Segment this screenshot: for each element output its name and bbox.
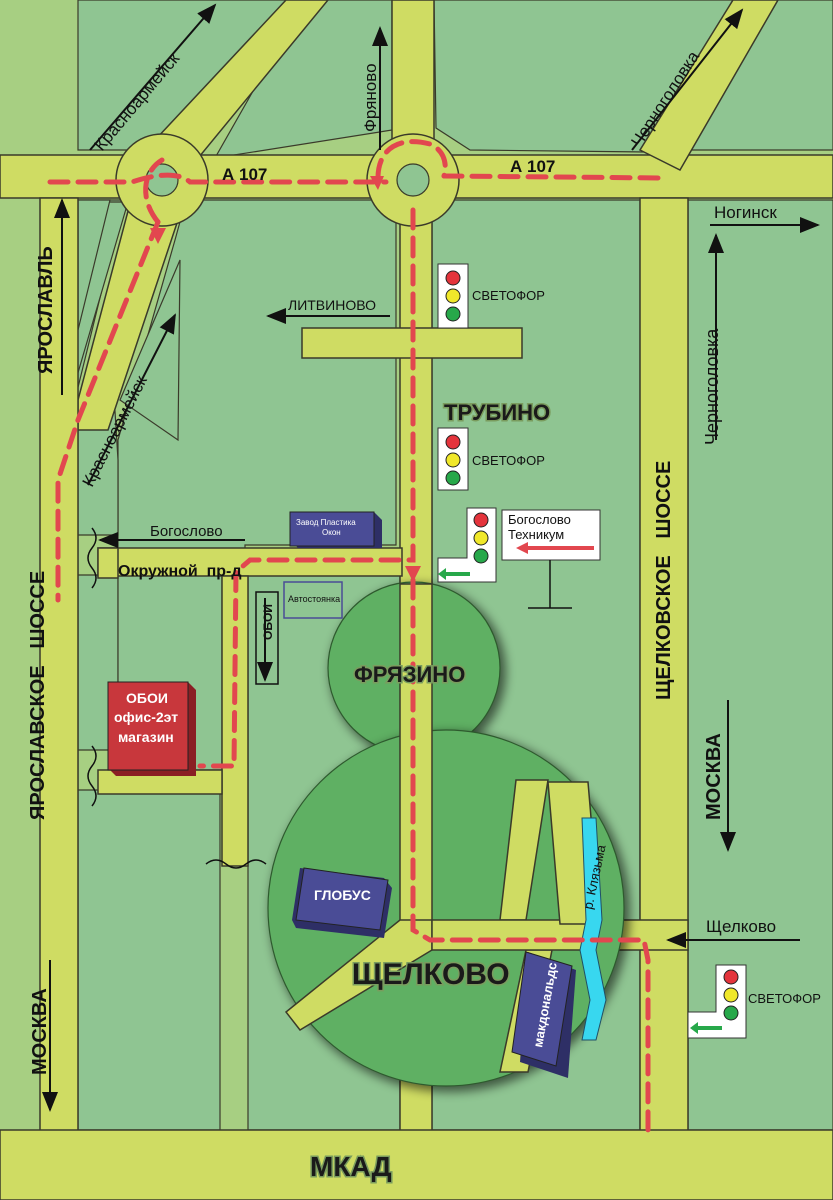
label-chernogolovka-right: Черноголовка [702, 328, 722, 445]
label-oboi-street: ОБОИ [261, 604, 275, 640]
zavod-line2: Окон [322, 528, 341, 537]
route-arrow-junction [405, 566, 421, 582]
direction-arrows [42, 3, 820, 1112]
building-zavod [289, 511, 382, 548]
building-mcdonalds [511, 951, 576, 1078]
sign-line2: Техникум [508, 527, 564, 542]
oboi-line2: офис-2эт [114, 709, 178, 725]
label-svetofor-3: СВЕТОФОР [748, 991, 821, 1006]
label-svetofor-1: СВЕТОФОР [472, 288, 545, 303]
traffic-light-4 [687, 964, 747, 1039]
label-litvinovo: ЛИТВИНОВО [288, 297, 376, 313]
building-globus [292, 867, 392, 938]
label-moskva-right: МОСКВА [703, 733, 725, 820]
building-avtostoyanka [283, 581, 343, 619]
label-schelkovo-dir: Щелково [706, 917, 776, 936]
label-yaroslavskoe-shosse: ЯРОСЛАВСКОЕ ШОССЕ [27, 571, 49, 820]
label-schelkovo: ЩЕЛКОВО [352, 958, 510, 991]
bogoslovo-sign [501, 509, 601, 609]
label-noginsk: Ногинск [714, 203, 777, 222]
oboi-line3: магазин [118, 729, 174, 745]
avtostoyanka-label: Автостоянка [288, 594, 340, 604]
route-arrow-west [150, 228, 166, 244]
traffic-light-2 [437, 427, 469, 491]
label-a107-west: А 107 [222, 165, 267, 184]
label-moskva-left: МОСКВА [29, 988, 51, 1075]
globus-label: ГЛОБУС [314, 887, 371, 903]
label-bogoslovo: Богослово [150, 523, 223, 540]
label-mkad: МКАД [310, 1151, 392, 1182]
label-yaroslavl: ЯРОСЛАВЛЬ [35, 246, 57, 374]
traffic-light-3 [437, 507, 497, 583]
label-okruzhnoy: Окружной пр-д [118, 563, 242, 580]
oboi-street-box [255, 591, 279, 685]
label-svetofor-2: СВЕТОФОР [472, 453, 545, 468]
label-schelkovskoe-shosse: ЩЕЛКОВСКОЕ ШОССЕ [653, 461, 675, 700]
road-break-marks [87, 527, 267, 869]
building-oboi [107, 681, 196, 776]
zavod-line1: Завод Пластика [296, 518, 356, 527]
label-fryanovo: Фряново [361, 63, 380, 132]
label-a107-east: А 107 [510, 157, 555, 176]
sign-line1: Богослово [508, 512, 571, 527]
route-arrow-roundabout [370, 176, 384, 190]
oboi-line1: ОБОИ [126, 690, 168, 706]
route-line [47, 139, 667, 1133]
label-fryazino: ФРЯЗИНО [354, 662, 465, 687]
label-trubino: ТРУБИНО [444, 400, 550, 425]
traffic-light-1 [437, 263, 469, 329]
